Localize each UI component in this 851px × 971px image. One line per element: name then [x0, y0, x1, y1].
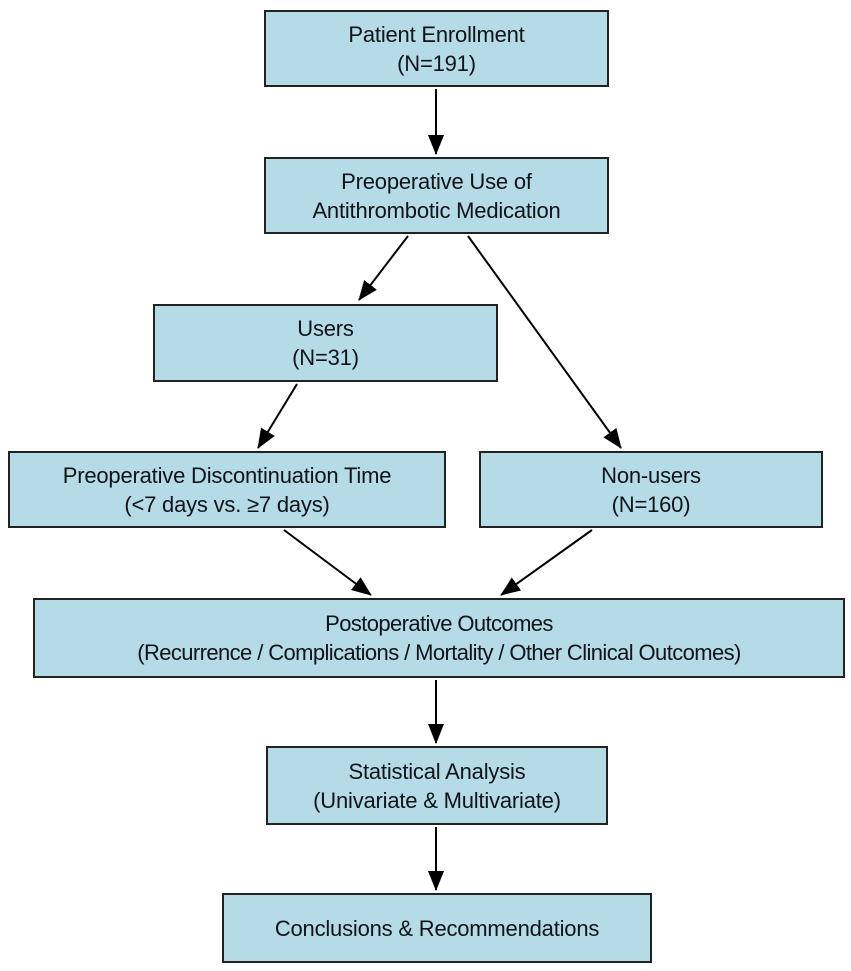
- node-statistical-analysis: Statistical Analysis (Univariate & Multi…: [266, 746, 608, 825]
- node-patient-enrollment-line1: Patient Enrollment: [348, 21, 525, 47]
- node-patient-enrollment: Patient Enrollment (N=191): [264, 10, 609, 87]
- node-users-line2: (N=31): [292, 345, 359, 370]
- node-non-users-line2: (N=160): [611, 491, 691, 517]
- node-discontinuation-time-line1: Preoperative Discontinuation Time: [62, 462, 392, 488]
- arrow-nonusers-to-outcomes: [500, 529, 593, 596]
- node-statistical-analysis-line1: Statistical Analysis: [348, 758, 526, 784]
- node-patient-enrollment-line2: (N=191): [397, 50, 476, 76]
- node-non-users: Non-users (N=160): [479, 451, 823, 528]
- arrow-preop-use-to-users: [358, 235, 409, 301]
- node-preoperative-use: Preoperative Use of Antithrombotic Medic…: [264, 157, 609, 234]
- arrow-users-to-discontinuation: [257, 383, 298, 449]
- node-discontinuation-time: Preoperative Discontinuation Time (<7 da…: [8, 451, 446, 528]
- node-postoperative-outcomes-line2: (Recurrence / Complications / Mortality …: [137, 640, 741, 665]
- node-discontinuation-time-line2: (<7 days vs. ≥7 days): [124, 491, 330, 517]
- node-users: Users (N=31): [153, 304, 498, 382]
- node-conclusions-recommendations: Conclusions & Recommendations: [222, 893, 652, 963]
- node-postoperative-outcomes-line1: Postoperative Outcomes: [325, 611, 553, 636]
- arrow-discontinuation-to-outcomes: [283, 529, 372, 596]
- node-postoperative-outcomes: Postoperative Outcomes (Recurrence / Com…: [33, 598, 845, 678]
- node-users-line1: Users: [297, 316, 354, 341]
- node-preoperative-use-line2: Antithrombotic Medication: [312, 197, 561, 223]
- node-conclusions-recommendations-line1: Conclusions & Recommendations: [274, 915, 600, 941]
- node-non-users-line1: Non-users: [601, 462, 701, 488]
- node-statistical-analysis-line2: (Univariate & Multivariate): [313, 787, 561, 813]
- node-preoperative-use-line1: Preoperative Use of: [341, 168, 532, 194]
